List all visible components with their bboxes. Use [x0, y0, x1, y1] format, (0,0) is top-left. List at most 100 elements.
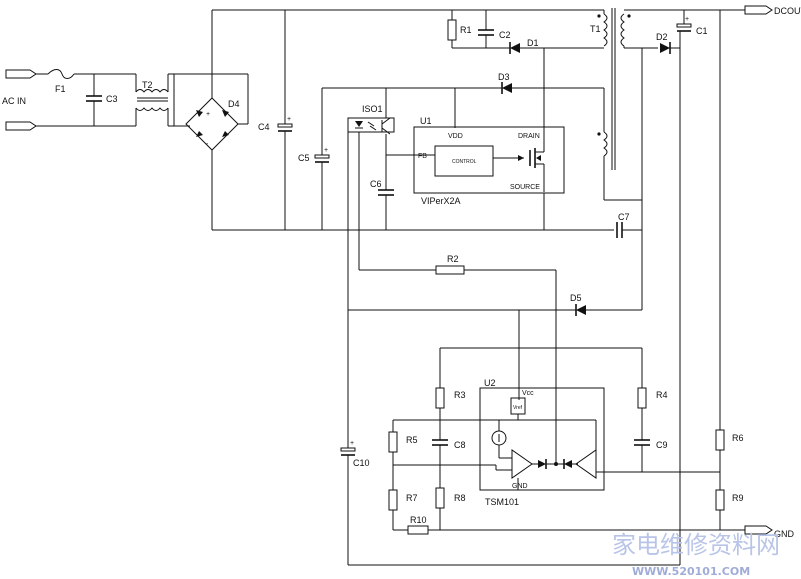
c10-label: C10 [353, 458, 370, 468]
tsm101-section: R3 R4 U2 Vcc Vref GND TSM101 [388, 347, 745, 535]
fuse-f1 [47, 69, 75, 79]
c10-plus: + [350, 440, 354, 447]
c6-label: C6 [370, 179, 382, 189]
c4-plate-top [277, 123, 293, 128]
r4-label: R4 [656, 390, 668, 400]
r1-label: R1 [460, 25, 472, 35]
r9-label: R9 [732, 493, 744, 503]
u1-label: U1 [420, 116, 432, 126]
dcout-connector [744, 5, 773, 15]
output-rectifier: D2 C1 + DCOUT [641, 5, 801, 540]
c4-plus: + [287, 116, 291, 123]
ac-input-section: AC IN F1 C3 T2 [2, 69, 174, 131]
fb-pin-label: FB [418, 153, 427, 160]
viper-label: VIPerX2A [421, 196, 461, 206]
c5-plate-top [314, 154, 330, 159]
ac-in-label: AC IN [2, 96, 26, 106]
r2-label: R2 [447, 254, 459, 264]
dcout-label: DCOUT [774, 6, 801, 16]
r2-resistor [435, 265, 465, 275]
control-label: CONTROL [452, 159, 477, 165]
d4-plus: + [206, 111, 210, 118]
r6-label: R6 [732, 433, 744, 443]
source-pin-label: SOURCE [510, 184, 540, 191]
drain-pin-label: DRAIN [518, 133, 540, 140]
c4-label: C4 [258, 122, 270, 132]
d3-label: D3 [498, 72, 510, 82]
t2-label: T2 [142, 80, 153, 90]
c1-label: C1 [696, 26, 708, 36]
r9-resistor [715, 489, 725, 511]
vcc-pin-label: Vcc [522, 390, 534, 397]
c3-label: C3 [106, 94, 118, 104]
r8-resistor [435, 487, 445, 509]
t2-winding-bottom [135, 107, 169, 111]
r7-resistor [388, 489, 398, 511]
iso1-label: ISO1 [362, 104, 383, 114]
d2-diode [660, 43, 670, 53]
d4-label: D4 [228, 99, 240, 109]
hv-bus: C4 + C5 + [211, 9, 614, 231]
ac-in-connector-bottom [5, 121, 37, 131]
opamp-1 [511, 449, 533, 479]
gnd-label: GND [774, 529, 795, 539]
snubber-network: R1 C2 D1 [447, 10, 604, 54]
vref-label: Vref [513, 405, 523, 411]
iso1-led [355, 121, 363, 127]
t1-primary [603, 13, 608, 47]
bridge-rectifier-d4: D4 + - [173, 73, 249, 160]
f1-label: F1 [55, 84, 66, 94]
iso1-optocoupler: ISO1 [347, 88, 395, 310]
d2-label: D2 [656, 32, 668, 42]
ac-in-connector-top [5, 69, 37, 79]
c1-plus: + [685, 16, 689, 23]
c7-capacitor: C7 [616, 212, 642, 238]
r3-label: R3 [454, 390, 466, 400]
r1-resistor [447, 19, 457, 41]
c10-capacitor: C10 + [340, 310, 370, 565]
c5-label: C5 [298, 153, 310, 163]
d1-label: D1 [527, 38, 539, 48]
watermark-url: WWW.520101.COM [632, 565, 750, 578]
t1-aux-winding [603, 131, 608, 157]
r8-label: R8 [454, 493, 466, 503]
r10-resistor [407, 525, 429, 535]
r7-label: R7 [406, 493, 418, 503]
r10-label: R10 [410, 515, 427, 525]
r4-resistor [637, 387, 647, 409]
t1-secondary [620, 13, 625, 47]
r6-resistor [715, 429, 725, 451]
c1-plate-top [676, 23, 692, 28]
u2-gnd-pin-label: GND [512, 483, 528, 490]
u2-package [479, 387, 605, 491]
u2-label: U2 [484, 378, 496, 388]
gnd-connector [744, 525, 773, 535]
d4-minus: - [206, 141, 209, 148]
r5-label: R5 [406, 435, 418, 445]
d3-diode [502, 83, 512, 93]
c9-label: C9 [656, 440, 668, 450]
t2-winding-top [135, 89, 169, 93]
watermark: 家电维修资料网 WWW.520101.COM [612, 531, 780, 578]
d5-label: D5 [570, 293, 582, 303]
d5-diode [576, 305, 586, 315]
c10-plate-top [340, 447, 356, 452]
c8-label: C8 [454, 440, 466, 450]
d1-diode [510, 43, 520, 53]
opamp-2 [575, 449, 597, 479]
r2-resistor-net: R2 [359, 254, 557, 465]
t1-label: T1 [590, 24, 601, 34]
c2-label: C2 [499, 30, 511, 40]
u1-viper: U1 VDD DRAIN FB SOURCE CONTROL VIPerX2A [386, 48, 565, 230]
control-block [434, 145, 494, 177]
u1-package [413, 126, 565, 194]
tsm101-label: TSM101 [485, 497, 519, 507]
c6-capacitor: C6 [370, 179, 394, 230]
gnd-output: GND [348, 525, 795, 566]
c5-plus: + [324, 147, 328, 154]
r5-resistor [388, 431, 398, 453]
vdd-pin-label: VDD [448, 133, 463, 140]
c7-label: C7 [618, 212, 630, 222]
vdd-supply: D3 [322, 72, 605, 132]
